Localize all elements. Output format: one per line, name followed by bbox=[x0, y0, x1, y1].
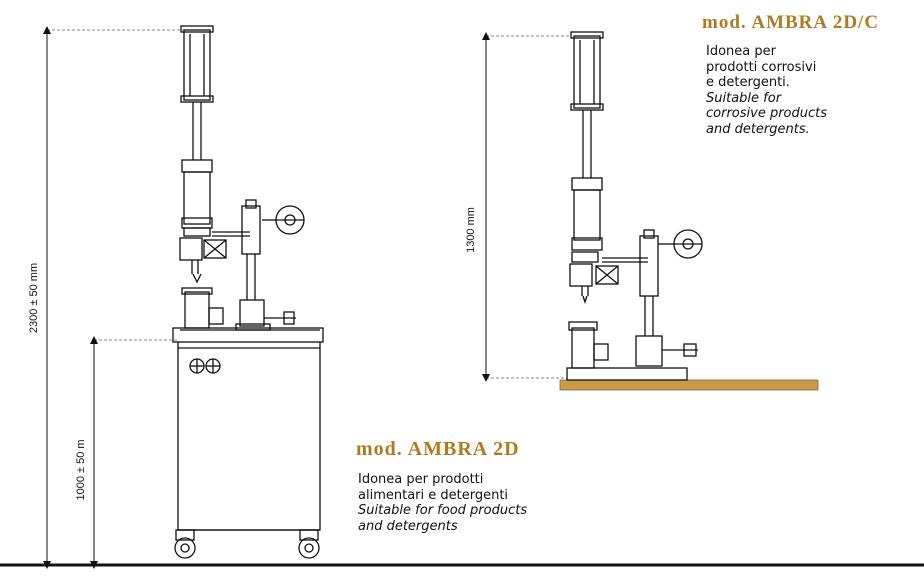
model-2d-desc-it-1: Idonea per prodotti bbox=[358, 472, 484, 487]
dimension-height-2dc bbox=[482, 32, 571, 382]
machine-ambra-2d bbox=[172, 25, 324, 559]
dimension-base-height-label: 1000 ± 50 m bbox=[75, 439, 87, 500]
dimension-total-height bbox=[43, 26, 184, 569]
dimension-base-height bbox=[90, 336, 178, 569]
model-2dc-desc-it-1: Idonea per bbox=[706, 44, 776, 59]
model-2d-desc-en-1: Suitable for food products bbox=[358, 503, 528, 518]
model-2d-desc-it-2: alimentari e detergenti bbox=[358, 487, 509, 503]
model-2dc-title: mod. AMBRA 2D/C bbox=[702, 12, 880, 33]
model-2dc-desc-en-1: Suitable for bbox=[706, 90, 782, 106]
model-2d-title: mod. AMBRA 2D bbox=[356, 438, 520, 460]
model-2dc-desc-en-2: corrosive products bbox=[706, 106, 828, 121]
model-2dc-desc-it-2: prodotti corrosivi bbox=[706, 59, 817, 75]
model-2dc-desc-it-3: e detergenti. bbox=[706, 75, 790, 90]
machine-ambra-2dc bbox=[566, 31, 703, 381]
model-2dc-desc-en-3: and detergents. bbox=[706, 121, 810, 137]
model-2d-desc-en-2: and detergents bbox=[358, 518, 458, 534]
model-2d-description: Idonea per prodotti alimentari e deterge… bbox=[358, 472, 527, 534]
dimension-total-height-label: 2300 ± 50 mm bbox=[28, 263, 40, 333]
dimension-height-2dc-label: 1300 mm bbox=[465, 207, 477, 253]
base-plate bbox=[559, 379, 819, 391]
model-2dc-description: Idonea per prodotti corrosivi e detergen… bbox=[706, 44, 827, 137]
